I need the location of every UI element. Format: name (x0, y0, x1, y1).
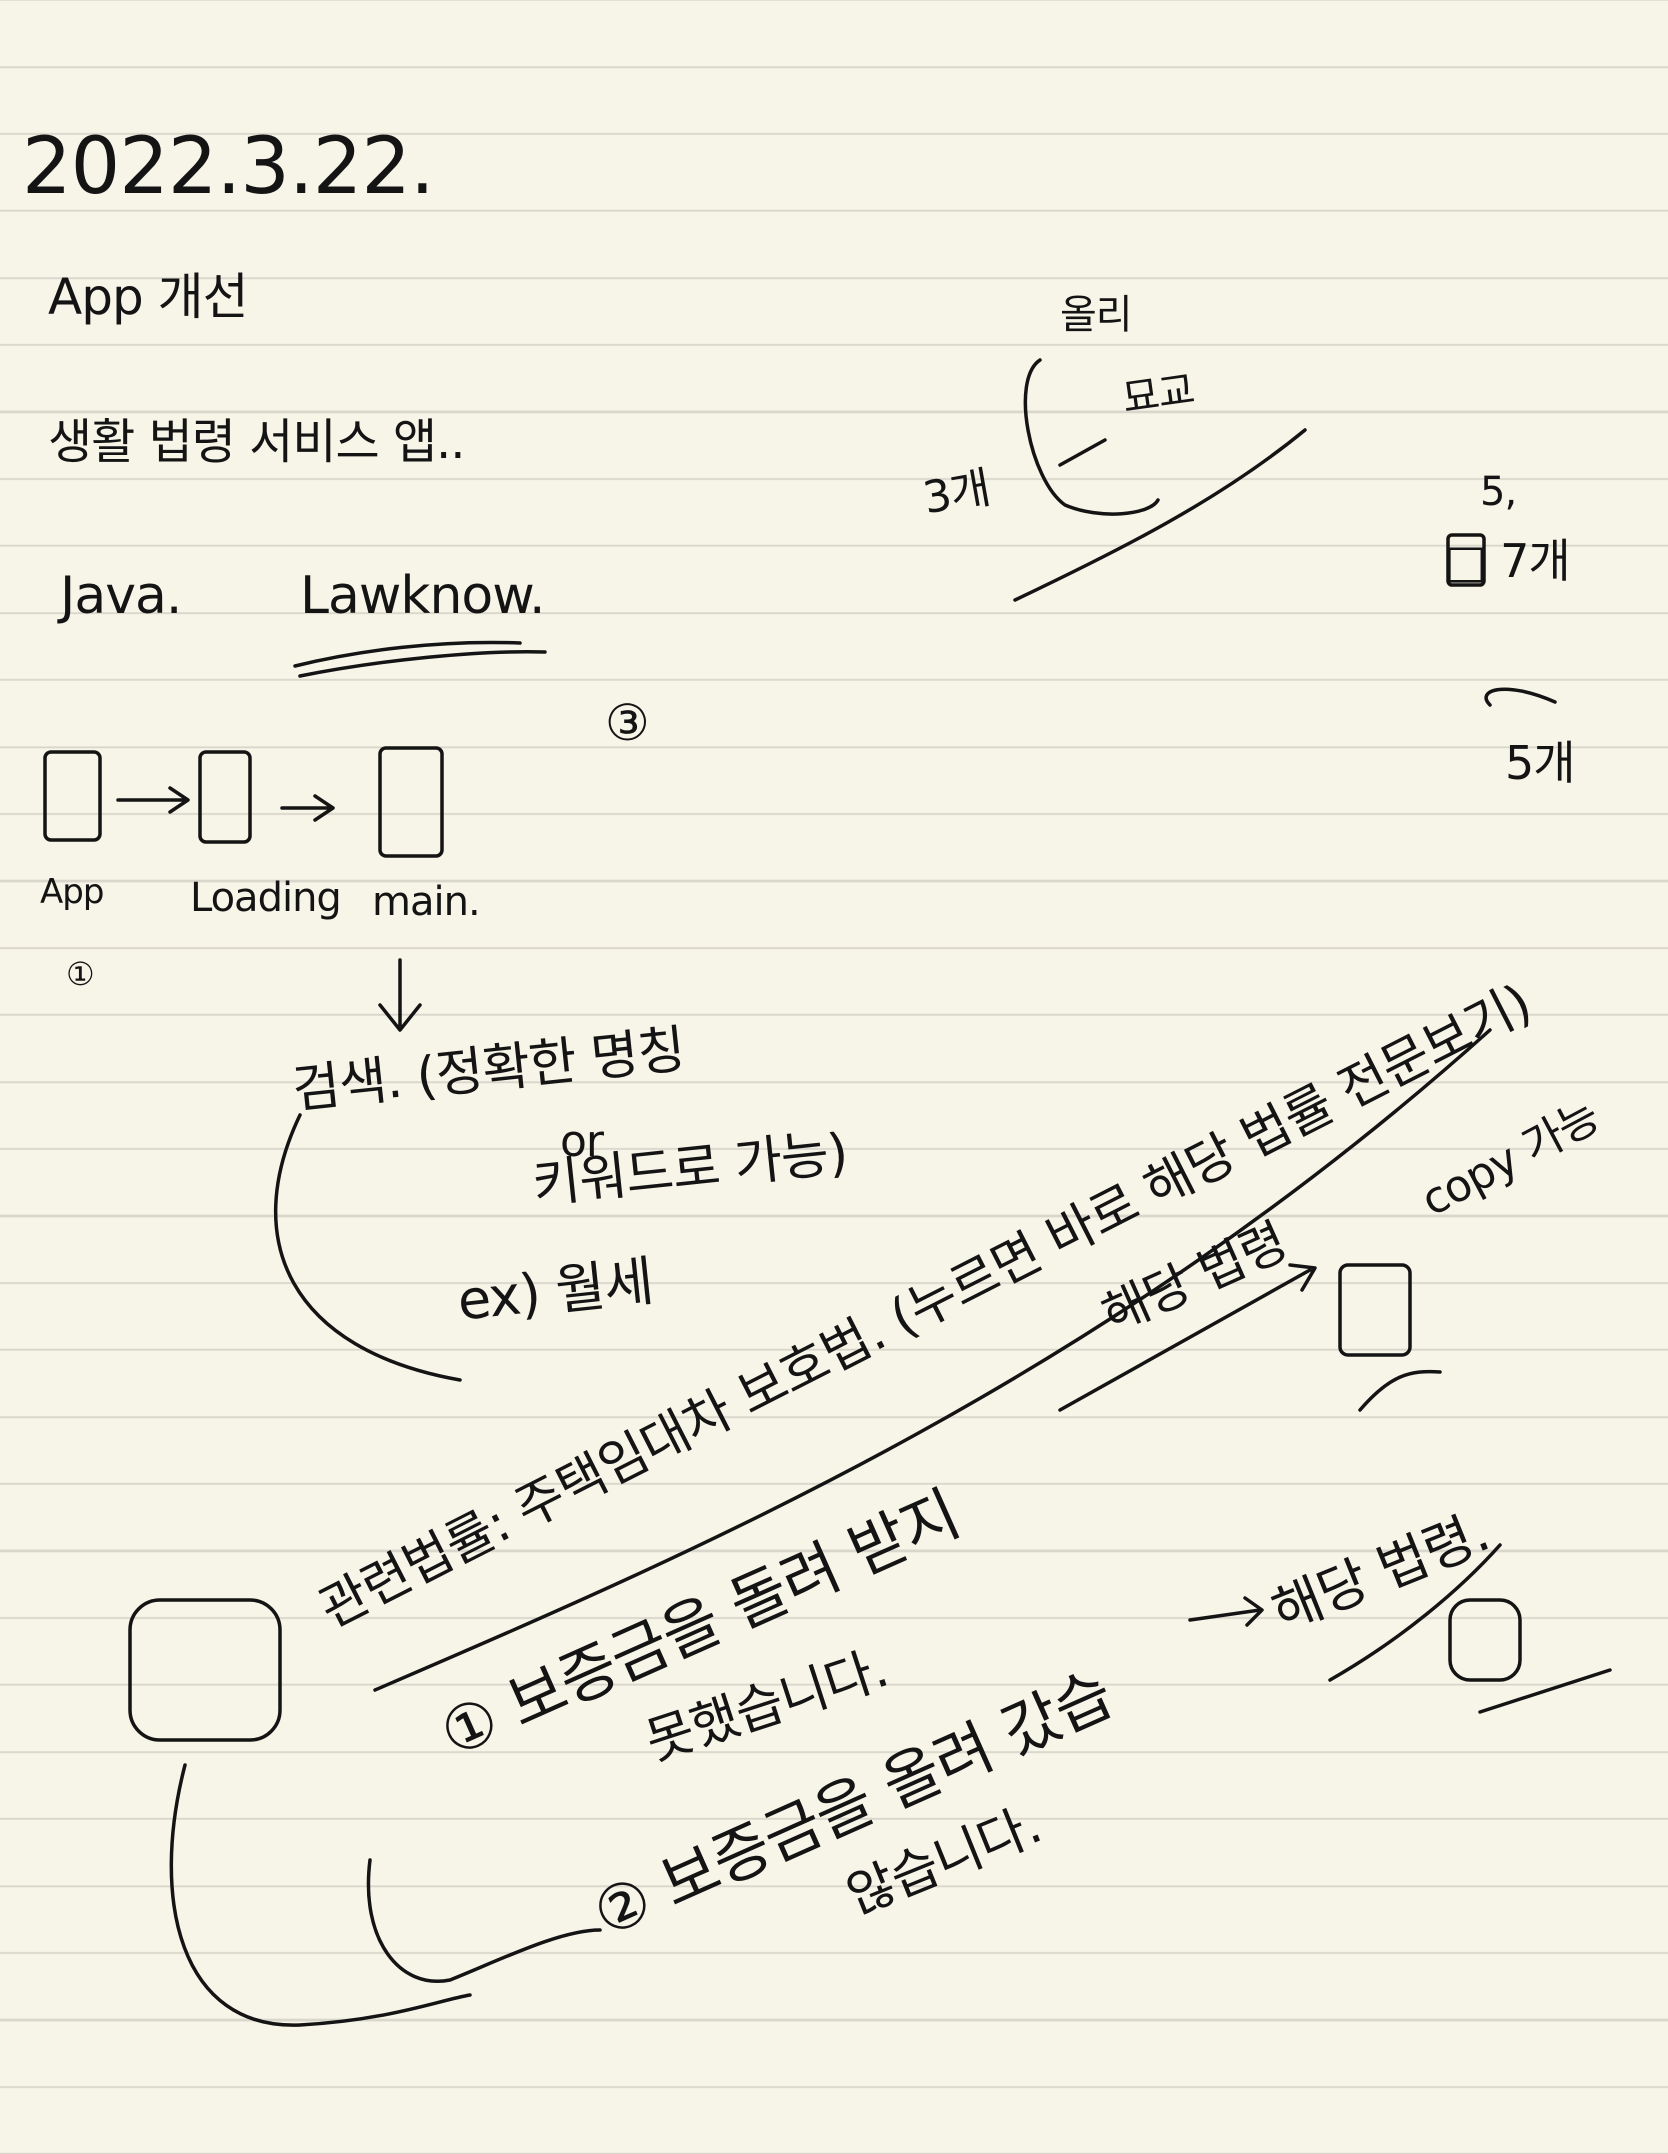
five-curve (1484, 687, 1557, 707)
search-bracket (273, 1113, 462, 1382)
copy-box (1338, 1263, 1412, 1357)
arrow-loading-main (280, 794, 335, 822)
second-arrow (1188, 1596, 1264, 1627)
lawknow-underline-2 (293, 640, 522, 668)
related-law-line (373, 1028, 1492, 1692)
app-screen-box (43, 750, 102, 842)
purpose: 생활 법령 서비스 앱.. (48, 414, 466, 470)
down-arrow (378, 958, 422, 1032)
side-five-items: □ 7개 (1444, 534, 1571, 588)
side-count: 3개 (919, 462, 994, 525)
side-top: 올리 (1060, 292, 1133, 338)
lawknow-underline (298, 650, 547, 678)
five-box (1446, 533, 1486, 587)
side-middle: 묘교 (1119, 367, 1197, 423)
bottom-right-line (1328, 1543, 1502, 1682)
bottom-right-box (1448, 1598, 1522, 1682)
side-bracket (1023, 358, 1160, 516)
screen-main-label: main. (372, 879, 481, 925)
bottom-right-dash (1478, 1668, 1612, 1714)
arrow-app-loading (116, 786, 190, 814)
stack-java: Java. (60, 566, 182, 626)
copy-curve (1358, 1369, 1442, 1412)
side-dash (1058, 438, 1107, 467)
app-mark: ① (66, 955, 95, 993)
loading-screen-box (198, 750, 252, 844)
three-mark: ③ (605, 694, 650, 752)
stack-lawknow: Lawknow. (300, 566, 546, 626)
bullet-box (128, 1598, 282, 1742)
main-screen-box (378, 746, 444, 858)
search-line-2: or (560, 1116, 604, 1167)
title: App 개선 (48, 268, 249, 326)
bottom-bracket (169, 1763, 472, 2027)
side-long-line (1013, 428, 1307, 602)
side-five: 5, (1480, 469, 1517, 515)
side-five-count: 5개 (1505, 736, 1576, 790)
bottom-bracket-2 (366, 1858, 602, 1983)
screen-app-label: App (40, 872, 104, 912)
date-heading: 2022.3.22. (22, 122, 435, 212)
screen-loading-label: Loading (190, 875, 342, 921)
arrow-to-current (1058, 1263, 1317, 1412)
